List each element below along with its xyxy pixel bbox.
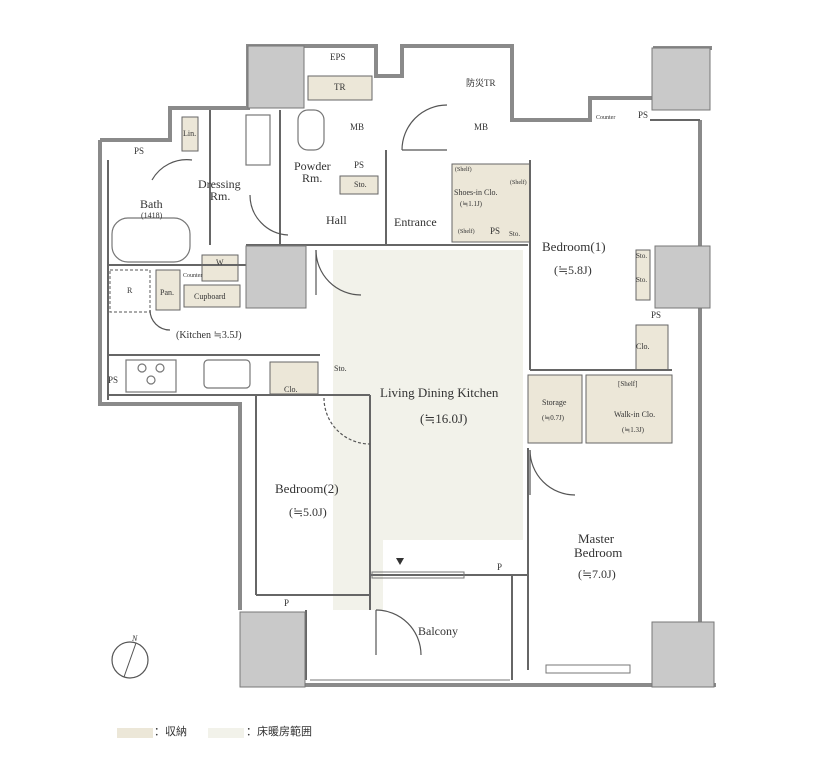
p-balcony-label: P: [497, 562, 503, 572]
bedroom2-label: Bedroom(2): [275, 481, 339, 496]
ps-hall-label: PS: [354, 160, 365, 170]
storage-size: (≒0.7J): [542, 414, 565, 422]
master-label-line1: Master: [578, 531, 615, 546]
shelf-c-label: (Shelf): [458, 229, 475, 235]
ldk-label: Living Dining Kitchen: [380, 385, 499, 400]
walk-in-clo-label: Walk-in Clo.: [614, 410, 656, 419]
legend-floor-heating-swatch: [208, 728, 244, 738]
ps-top-left-label: PS: [134, 146, 145, 156]
columns: [239, 45, 715, 688]
ps-kitchen-label: PS: [108, 375, 119, 385]
dressing-label-line1: Dressing: [198, 177, 241, 191]
tr-label: TR: [334, 82, 346, 92]
eps-label: EPS: [330, 52, 346, 62]
powder-label-line1: Powder: [294, 159, 331, 173]
w-label: W: [216, 258, 224, 267]
lin-label: Lin.: [183, 129, 197, 138]
legend-storage-label: ：収納: [154, 726, 187, 738]
kitchen-label: (Kitchen ≒3.5J): [176, 330, 242, 341]
pan-label: Pan.: [160, 288, 174, 297]
sto-bed1-a-label: Sto.: [636, 252, 648, 260]
bedroom1-label: Bedroom(1): [542, 239, 606, 254]
sto-bed1-b-label: Sto.: [636, 276, 648, 284]
sto-kitchen-label: Sto.: [334, 364, 347, 373]
ldk-size: (≒16.0J): [420, 411, 468, 426]
powder-label-line2: Rm.: [302, 171, 323, 185]
interior-walls: [107, 110, 700, 680]
counter-bed1-label: Counter: [596, 115, 616, 121]
shoes-in-clo-size: (≒1.1J): [460, 200, 483, 208]
ps-bed1-side-label: PS: [651, 310, 662, 320]
clo-bed2-label: Clo.: [284, 385, 298, 394]
compass-north-label: N: [132, 634, 138, 643]
shoes-in-clo-label: Shoes-in Clo.: [454, 188, 498, 197]
sto-hall-label: Sto.: [354, 180, 367, 189]
entrance-label: Entrance: [394, 215, 437, 229]
bath-size: (1418): [141, 211, 163, 220]
r-label: R: [127, 286, 133, 295]
compass-icon: [111, 641, 149, 679]
bousai-tr-label: 防災TR: [466, 78, 496, 88]
bedroom2-size: (≒5.0J): [289, 505, 327, 519]
shelf-wic-label: [Shelf]: [618, 380, 638, 388]
p-bed2-label: P: [284, 598, 290, 608]
hall-label: Hall: [326, 213, 347, 227]
mb-right-label: MB: [474, 122, 489, 132]
doors: [149, 104, 576, 656]
shelf-b-label: (Shelf): [510, 180, 527, 186]
master-size: (≒7.0J): [578, 567, 616, 581]
fixtures: [109, 109, 325, 393]
walk-in-clo-size: (≒1.3J): [622, 426, 645, 434]
sto-entrance-label: Sto.: [509, 230, 521, 238]
bedroom1-size: (≒5.8J): [554, 263, 592, 277]
storage-areas: [155, 75, 673, 444]
ps-bed1-top-label: PS: [638, 110, 649, 120]
storage-label: Storage: [542, 398, 567, 407]
shelf-a-label: (Shelf): [455, 167, 472, 173]
dressing-label-line2: Rm.: [210, 189, 231, 203]
ps-entrance-label: PS: [490, 226, 501, 236]
entrance-arrow-icon: [396, 558, 404, 565]
balcony-label: Balcony: [418, 624, 458, 638]
legend-floor-heating-label: ：床暖房範囲: [246, 726, 312, 738]
counter-dressing-label: Counter: [183, 273, 203, 279]
bath-label: Bath: [140, 197, 163, 211]
windows: [371, 571, 631, 674]
master-label-line2: Bedroom: [574, 545, 623, 560]
walls: [98, 44, 716, 687]
clo-bed1-label: Clo.: [636, 342, 650, 351]
floor-heating-area: [333, 250, 523, 610]
mb-left-label: MB: [350, 122, 365, 132]
cupboard-label: Cupboard: [194, 292, 226, 301]
legend-storage-swatch: [117, 728, 153, 738]
